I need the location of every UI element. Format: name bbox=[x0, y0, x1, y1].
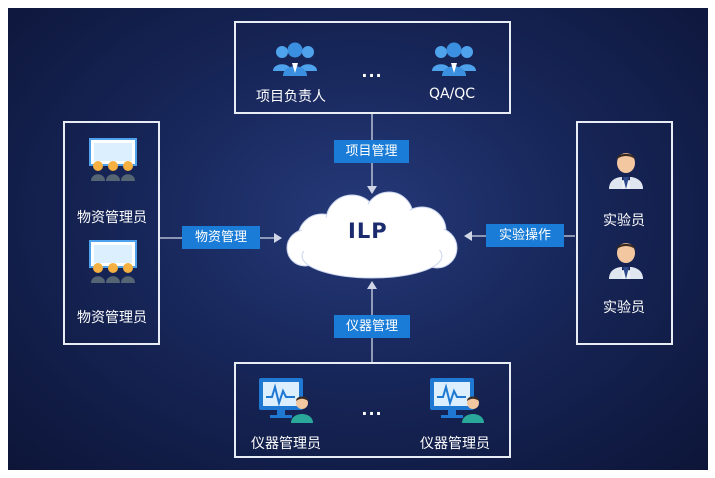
monitor-user-icon bbox=[430, 378, 484, 423]
left-group-box bbox=[63, 121, 160, 345]
bottom-group-box bbox=[234, 362, 511, 458]
presentation-audience-icon bbox=[89, 240, 137, 283]
bottom-arrowhead bbox=[367, 281, 377, 289]
cloud-icon bbox=[286, 191, 458, 279]
bottom-left-label: 仪器管理员 bbox=[251, 436, 321, 452]
left-arrowhead bbox=[274, 233, 282, 243]
bottom-right-label: 仪器管理员 bbox=[420, 436, 490, 452]
bottom-tag: 仪器管理 bbox=[334, 315, 410, 338]
presentation-audience-icon bbox=[89, 138, 137, 181]
monitor-user-icon bbox=[259, 378, 313, 423]
top-group-box bbox=[234, 21, 511, 114]
businessman-icon bbox=[609, 153, 643, 189]
top-ellipsis: ··· bbox=[361, 66, 383, 85]
right-label-2: 实验员 bbox=[603, 300, 645, 316]
right-group-box bbox=[576, 121, 673, 345]
bottom-ellipsis: ··· bbox=[361, 404, 383, 423]
user-group-icon bbox=[432, 42, 476, 76]
top-right-label: QA/QC bbox=[428, 86, 476, 102]
left-label-2: 物资管理员 bbox=[77, 310, 147, 326]
left-tag: 物资管理 bbox=[182, 226, 260, 249]
left-label-1: 物资管理员 bbox=[77, 210, 147, 226]
top-left-label: 项目负责人 bbox=[256, 89, 326, 105]
top-tag: 项目管理 bbox=[334, 140, 409, 163]
top-arrowhead bbox=[367, 186, 377, 194]
center-label: ILP bbox=[348, 219, 388, 243]
right-label-1: 实验员 bbox=[603, 213, 645, 229]
right-arrowhead bbox=[464, 231, 472, 241]
businessman-icon bbox=[609, 243, 643, 279]
right-tag: 实验操作 bbox=[486, 224, 564, 247]
user-group-icon bbox=[273, 42, 317, 76]
